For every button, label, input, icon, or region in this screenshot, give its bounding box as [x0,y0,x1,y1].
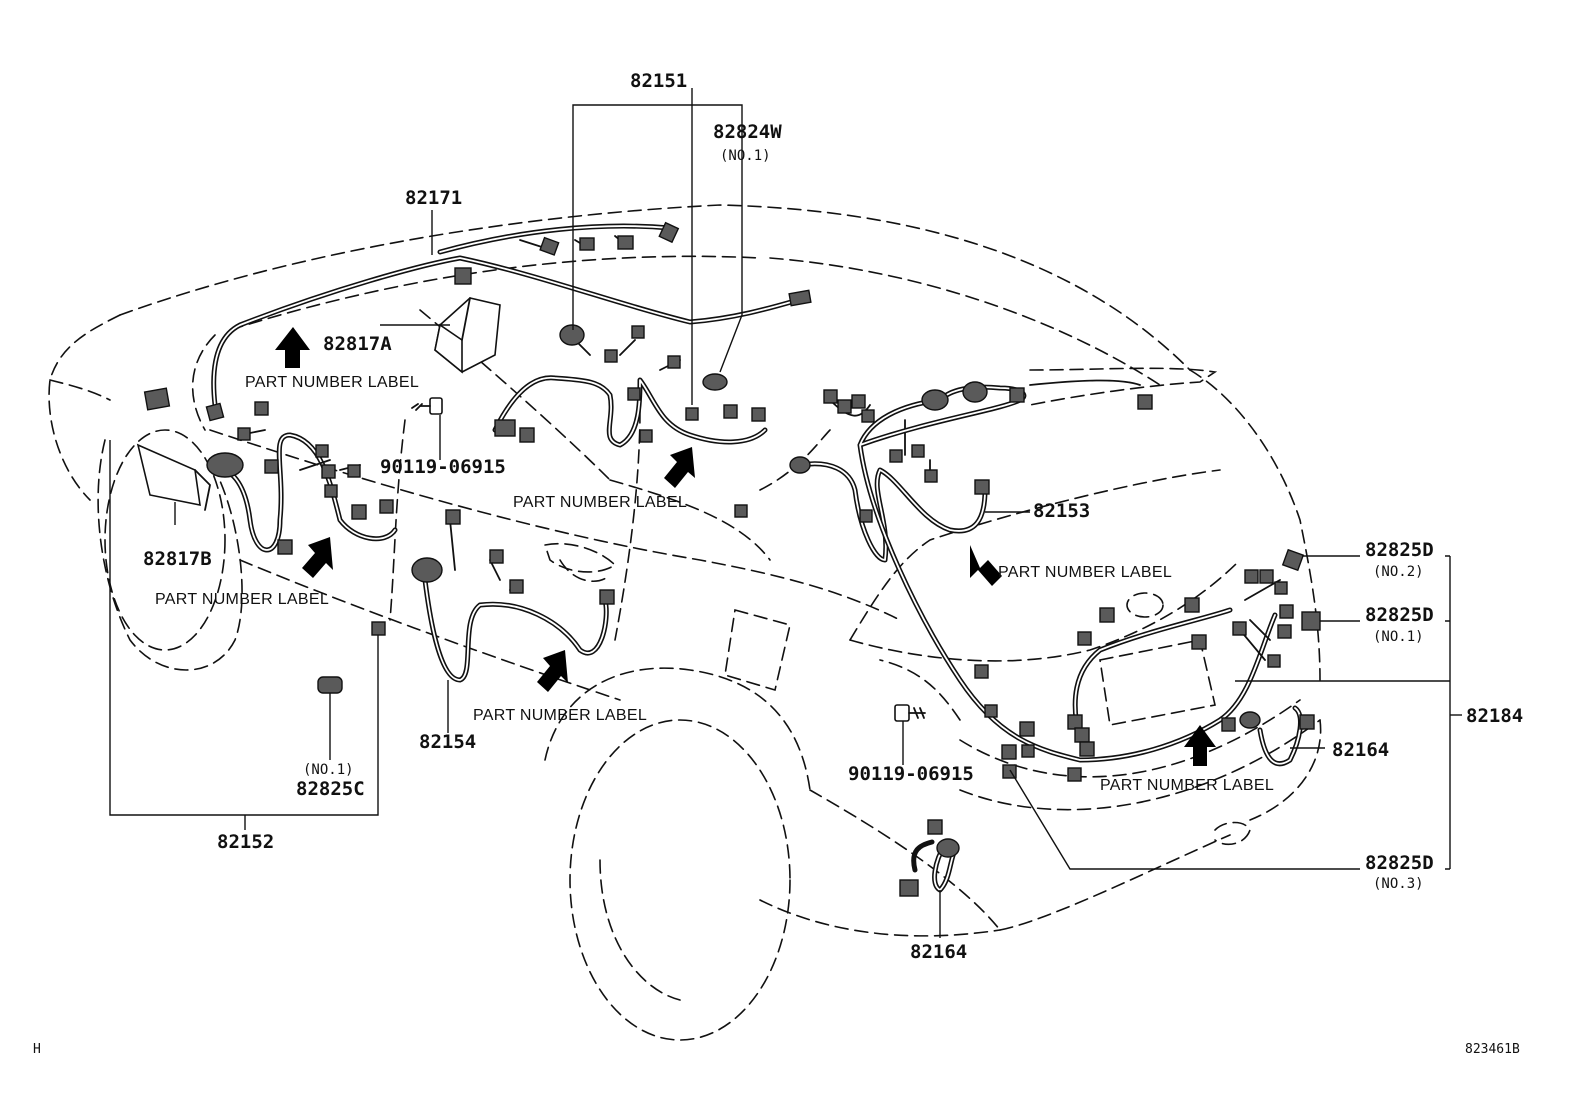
part-82825d-no1: 82825D [1365,604,1434,626]
bracket-82817b [136,443,211,511]
part-82153: 82153 [1033,500,1090,522]
leader-lines [109,88,1462,938]
part-82824w: 82824W [713,121,782,143]
part-number-label-middle: PART NUMBER LABEL [473,707,647,724]
part-82164-right: 82164 [1332,739,1389,761]
part-82151: 82151 [630,70,687,92]
part-90119-06915-top: 90119-06915 [380,456,506,478]
page-marker: H [33,1042,41,1057]
part-82825d-no3-qualifier: (NO.3) [1373,876,1424,892]
label-arrow-center [664,447,695,488]
vehicle-body-outline [48,204,1322,1041]
part-82824w-qualifier: (NO.1) [720,148,771,164]
harness-82153 [797,461,988,563]
relay-block-82817a [434,297,501,374]
bolt-90119-bottom [894,704,926,722]
part-82154: 82154 [419,731,476,753]
part-82184: 82184 [1466,705,1523,727]
label-arrow-right-upper [970,545,1002,586]
label-arrow-top-left [275,327,310,368]
bolt-90119-top [411,397,443,415]
part-82817a: 82817A [323,333,392,355]
part-82825d-no1-qualifier: (NO.1) [1373,629,1424,645]
part-number-label-arrows [275,327,1216,766]
part-82171: 82171 [405,187,462,209]
label-arrow-right-lower [1184,725,1216,766]
part-number-callouts: 82151 82824W (NO.1) 82171 82817A 82817B … [143,70,1523,963]
part-82825d-no3: 82825D [1365,852,1434,874]
part-number-label-left: PART NUMBER LABEL [155,591,329,608]
loose-parts [136,297,926,722]
part-82825d-no2-qualifier: (NO.2) [1373,564,1424,580]
footer: H 823461B [33,1042,1520,1057]
part-number-label-callouts: PART NUMBER LABEL PART NUMBER LABEL PART… [155,374,1274,794]
label-arrow-middle [537,650,568,692]
part-number-label-center: PART NUMBER LABEL [513,494,687,511]
part-number-label-right-upper: PART NUMBER LABEL [998,564,1172,581]
part-number-label-right-lower: PART NUMBER LABEL [1100,777,1274,794]
part-82164-bottom: 82164 [910,941,967,963]
part-82825c: 82825C [296,778,365,800]
part-82825c-qualifier: (NO.1) [303,762,354,778]
part-82825d-no2: 82825D [1365,539,1434,561]
part-90119-06915-bottom: 90119-06915 [848,763,974,785]
label-arrow-left [302,537,333,578]
part-82817b: 82817B [143,548,212,570]
harness-82164-right [1257,705,1303,767]
harness-82154 [422,577,609,683]
part-82152: 82152 [217,831,274,853]
figure-id: 823461B [1465,1042,1520,1057]
harness-connectors [143,221,1321,897]
harness-82152 [212,432,398,553]
part-number-label-top-left: PART NUMBER LABEL [245,374,419,391]
